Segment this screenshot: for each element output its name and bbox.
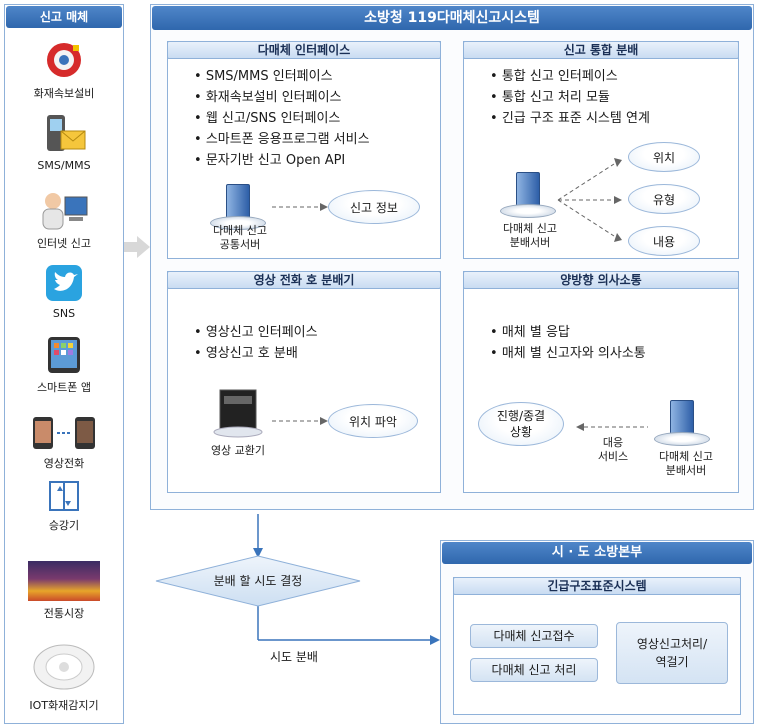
elevator-icon — [49, 481, 79, 511]
sidebar-item-label: 승강기 — [48, 519, 80, 532]
content-cloud: 내용 — [628, 226, 700, 256]
sidebar-item-label: 전통시장 — [43, 607, 85, 620]
sidebar-title: 신고 매체 — [6, 6, 122, 28]
locate-cloud: 위치 파악 — [328, 404, 418, 438]
common-server — [210, 184, 266, 234]
flow-connector — [253, 514, 440, 645]
server-icon — [516, 172, 540, 208]
main-system: 소방청 119다매체신고시스템 다매체 인터페이스 SMS/MMS 인터페이스 … — [150, 4, 754, 510]
common-server-label: 다매체 신고 공통서버 — [212, 224, 268, 251]
sidebar-item-label: SMS/MMS — [37, 159, 91, 172]
video-panel: 영상 전화 호 분배기 영상신고 인터페이스 영상신고 호 분배 영상 교환기 … — [167, 271, 441, 493]
response-service-label: 대응 서비스 — [597, 436, 629, 463]
list-item: 통합 신고 인터페이스 — [490, 66, 650, 87]
sidebar-item-elevator: 승강기 — [5, 479, 123, 533]
processing-box: 다매체 신고 처리 — [470, 658, 598, 682]
location-cloud: 위치 — [628, 142, 700, 172]
distribution-server — [500, 172, 556, 222]
twoway-server-label: 다매체 신고 분배서버 — [658, 450, 714, 477]
type-cloud: 유형 — [628, 184, 700, 214]
twitter-icon — [46, 265, 82, 301]
dashed-arrow — [272, 417, 328, 425]
regional-title: 시 · 도 소방본부 — [442, 542, 752, 564]
twoway-panel: 양방향 의사소통 매체 별 응답 매체 별 신고자와 의사소통 진행/종결 상황… — [463, 271, 739, 493]
sidebar-item-label: 영상전화 — [43, 457, 85, 470]
sidebar-item-label: 스마트폰 앱 — [36, 381, 92, 394]
dashed-arrow — [272, 203, 328, 211]
list-item: 문자기반 신고 Open API — [194, 150, 370, 171]
list-item: 화재속보설비 인터페이스 — [194, 87, 370, 108]
status-cloud: 진행/종결 상황 — [478, 402, 564, 446]
distribution-label: 시도 분배 — [270, 650, 318, 664]
video-exchange-icon — [213, 389, 263, 438]
standard-system-panel: 긴급구조표준시스템 다매체 신고접수 다매체 신고 처리 영상신고처리/ 역걸기 — [453, 577, 741, 715]
server-icon — [226, 184, 250, 220]
sidebar-item-sms: SMS/MMS — [5, 113, 123, 172]
sidebar-item-market: 전통시장 — [5, 561, 123, 621]
video-title: 영상 전화 호 분배기 — [167, 271, 441, 289]
sidebar-item-label: 인터넷 신고 — [36, 237, 92, 250]
list-item: SMS/MMS 인터페이스 — [194, 66, 370, 87]
smoke-detector-icon — [33, 644, 95, 690]
sidebar-item-fire-alarm: 화재속보설비 — [5, 39, 123, 101]
sidebar-item-internet: 인터넷 신고 — [5, 189, 123, 251]
video-processing-box: 영상신고처리/ 역걸기 — [616, 622, 728, 684]
tablet-icon — [48, 337, 80, 373]
computer-user-icon — [42, 193, 88, 230]
fire-alarm-icon — [47, 43, 81, 77]
list-item: 웹 신고/SNS 인터페이스 — [194, 108, 370, 129]
video-call-icon — [33, 417, 95, 449]
main-title: 소방청 119다매체신고시스템 — [152, 6, 752, 30]
sidebar: 신고 매체 화재속보설비 SMS/MMS 인터넷 신고 SNS — [4, 4, 124, 724]
list-item: 스마트폰 응용프로그램 서비스 — [194, 129, 370, 150]
distribution-server-label: 다매체 신고 분배서버 — [502, 222, 558, 249]
twoway-server — [654, 400, 710, 450]
integrated-panel: 신고 통합 분배 통합 신고 인터페이스 통합 신고 처리 모듈 긴급 구조 표… — [463, 41, 739, 259]
multimedia-title: 다매체 인터페이스 — [167, 41, 441, 59]
server-icon — [670, 400, 694, 436]
list-item: 매체 별 신고자와 의사소통 — [490, 343, 646, 364]
list-item: 통합 신고 처리 모듈 — [490, 87, 650, 108]
list-item: 영상신고 인터페이스 — [194, 322, 318, 343]
list-item: 영상신고 호 분배 — [194, 343, 318, 364]
decision-diamond — [155, 555, 361, 607]
sidebar-item-label: 화재속보설비 — [33, 87, 95, 100]
dashed-arrow-left — [576, 423, 648, 431]
dashed-arrows-fan — [557, 158, 622, 242]
video-bullets: 영상신고 인터페이스 영상신고 호 분배 — [194, 322, 318, 364]
sidebar-item-label: IOT화재감지기 — [29, 699, 99, 712]
phone-mail-icon — [47, 115, 86, 151]
twoway-title: 양방향 의사소통 — [463, 271, 739, 289]
integrated-bullets: 통합 신고 인터페이스 통합 신고 처리 모듈 긴급 구조 표준 시스템 연계 — [490, 66, 650, 129]
report-info-cloud: 신고 정보 — [328, 190, 420, 224]
multimedia-bullets: SMS/MMS 인터페이스 화재속보설비 인터페이스 웹 신고/SNS 인터페이… — [194, 66, 370, 171]
sidebar-to-main-arrow — [124, 236, 150, 258]
twoway-bullets: 매체 별 응답 매체 별 신고자와 의사소통 — [490, 322, 646, 364]
sidebar-item-sns: SNS — [5, 263, 123, 320]
market-icon — [28, 561, 100, 601]
sidebar-item-label: SNS — [52, 307, 76, 320]
multimedia-panel: 다매체 인터페이스 SMS/MMS 인터페이스 화재속보설비 인터페이스 웹 신… — [167, 41, 441, 259]
intake-box: 다매체 신고접수 — [470, 624, 598, 648]
sidebar-item-video-call: 영상전화 — [5, 415, 123, 471]
list-item: 매체 별 응답 — [490, 322, 646, 343]
integrated-title: 신고 통합 분배 — [463, 41, 739, 59]
decision-label: 분배 할 시도 결정 — [213, 574, 303, 588]
list-item: 긴급 구조 표준 시스템 연계 — [490, 108, 650, 129]
standard-system-title: 긴급구조표준시스템 — [453, 577, 741, 595]
video-exchange-label: 영상 교환기 — [210, 444, 266, 457]
regional-hq: 시 · 도 소방본부 긴급구조표준시스템 다매체 신고접수 다매체 신고 처리 … — [440, 540, 754, 724]
sidebar-item-iot: IOT화재감지기 — [5, 641, 123, 713]
sidebar-item-smartphone: 스마트폰 앱 — [5, 335, 123, 395]
